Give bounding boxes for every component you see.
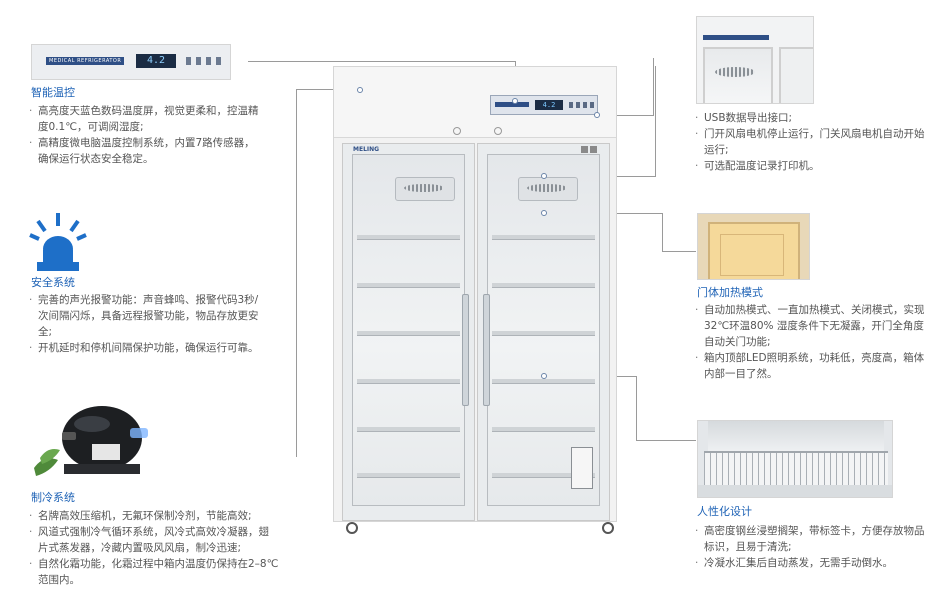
shelf-image: [697, 420, 893, 498]
callout-dot: [541, 373, 547, 379]
panel-brand-label: MEDICAL REFRIGERATOR: [46, 57, 125, 65]
list-item: 可选配温度记录打印机。: [695, 158, 929, 174]
connector-line: [597, 115, 654, 116]
feature-title-safety: 安全系统: [31, 276, 75, 289]
connector-line: [636, 440, 696, 441]
callout-dot: [541, 210, 547, 216]
connector-line: [655, 66, 656, 176]
list-item: 高亮度天蓝色数码温度屏，视觉更柔和，控温精度0.1℃，可调阅湿度;: [29, 103, 259, 135]
control-panel-image: MEDICAL REFRIGERATOR 4.2: [31, 44, 231, 80]
callout-dot: [594, 112, 600, 118]
list-item: 高精度微电脑温度控制系统，内置7路传感器，确保运行状态安全稳定。: [29, 135, 259, 167]
connector-line: [636, 376, 637, 440]
list-item: 高密度钢丝浸塑搁架，带标签卡，方便存放物品标识，且易于清洗;: [695, 523, 929, 555]
refrigerator-image: 4.2 MELING: [333, 66, 617, 522]
connector-line: [248, 61, 516, 62]
panel-display-small: 4.2: [535, 100, 563, 110]
callout-dot: [541, 173, 547, 179]
feature-title-door-heat: 门体加热模式: [697, 286, 763, 299]
panel-buttons: [186, 57, 222, 65]
list-item: 完善的声光报警功能：声音蜂鸣、报警代码3秒/次间隔闪烁，具备远程报警功能，物品存…: [29, 292, 261, 340]
list-item: 自动加热模式、一直加热模式、关闭模式，实现32℃环温80% 湿度条件下无凝露，开…: [695, 302, 927, 350]
list-item: USB数据导出接口;: [695, 110, 929, 126]
callout-dot: [512, 98, 518, 104]
feature-list-temp-control: 高亮度天蓝色数码温度屏，视觉更柔和，控温精度0.1℃，可调阅湿度; 高精度微电脑…: [29, 103, 259, 167]
control-panel: 4.2: [490, 95, 598, 115]
connector-line: [662, 251, 696, 252]
compressor-image: [34, 406, 148, 476]
fridge-top-image: [696, 16, 814, 104]
door-heater-image: [697, 213, 810, 280]
left-door: MELING: [342, 143, 475, 521]
feature-title-cooling: 制冷系统: [31, 491, 75, 504]
connector-line: [653, 58, 654, 116]
list-item: 门开风扇电机停止运行，门关风扇电机自动开始运行;: [695, 126, 929, 158]
feature-list-safety: 完善的声光报警功能：声音蜂鸣、报警代码3秒/次间隔闪烁，具备远程报警功能，物品存…: [29, 292, 261, 356]
callout-dot: [357, 87, 363, 93]
list-item: 箱内顶部LED照明系统，功耗低，亮度高，箱体内部一目了然。: [695, 350, 927, 382]
caster-wheel: [602, 522, 614, 534]
connector-line: [296, 89, 297, 457]
feature-list-usb: USB数据导出接口; 门开风扇电机停止运行，门关风扇电机自动开始运行; 可选配温…: [695, 110, 929, 174]
list-item: 自然化霜功能，化霜过程中箱内温度仍保持在2–8℃范围内。: [29, 556, 279, 588]
list-item: 开机延时和停机间隔保护功能，确保运行可靠。: [29, 340, 261, 356]
list-item: 冷凝水汇集后自动蒸发，无需手动倒水。: [695, 555, 929, 571]
list-item: 名牌高效压缩机，无氟环保制冷剂，节能高效;: [29, 508, 279, 524]
list-item: 风道式强制冷气循环系统，风冷式高效冷凝器，翅片式蒸发器，冷藏内置吸风风扇，制冷迅…: [29, 524, 279, 556]
alarm-beacon-icon: [29, 213, 87, 271]
caster-wheel: [346, 522, 358, 534]
fridge-top-panel: 4.2: [334, 67, 616, 138]
feature-list-door-heat: 自动加热模式、一直加热模式、关闭模式，实现32℃环温80% 湿度条件下无凝露，开…: [695, 302, 927, 382]
door-handle: [462, 294, 469, 406]
connector-line: [662, 213, 663, 251]
door-handle: [483, 294, 490, 406]
feature-title-temp-control: 智能温控: [31, 86, 75, 99]
brand-logo: MELING: [353, 146, 380, 153]
right-door: [477, 143, 610, 521]
feature-title-humanized: 人性化设计: [697, 505, 752, 518]
connector-line: [296, 89, 360, 90]
feature-list-cooling: 名牌高效压缩机，无氟环保制冷剂，节能高效; 风道式强制冷气循环系统，风冷式高效冷…: [29, 508, 279, 588]
panel-display: 4.2: [136, 54, 176, 68]
feature-list-humanized: 高密度钢丝浸塑搁架，带标签卡，方便存放物品标识，且易于清洗; 冷凝水汇集后自动蒸…: [695, 523, 929, 571]
